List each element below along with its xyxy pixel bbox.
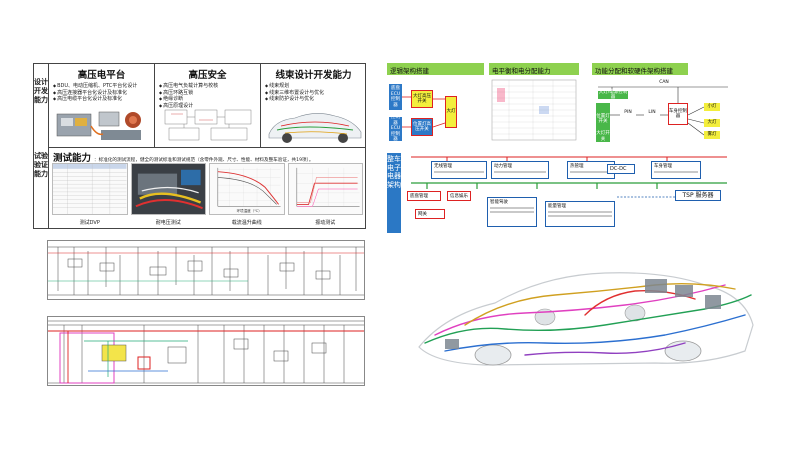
power-controller-block: 大灯/电源控制器 [598,89,628,100]
voltage-test-photo [130,163,206,215]
headlight-block: 大灯 [445,96,457,128]
can-bus-label: CAN [659,80,669,86]
hv-platform-title: 高压电平台 [77,70,126,81]
logical-architecture-connectors [402,96,446,128]
controller-ecu-block: 控制器ECU控制器 [389,115,402,143]
hv-safety-title: 高压安全 [188,70,227,81]
test-capability-title: 测试能力 [53,153,92,164]
function-allocation-panel: 功能分配和软硬件架构搭建 CAN 大灯/电源控制器 位置灯开关 PIN LIN … [592,63,734,143]
cap-bullet: 高压电缆平台化设计及标准化 [53,96,150,103]
ee-box-thermal: 热管理 [567,161,615,179]
test-capability-row: 测试能力 ：标准化的测试流程，健全的测试标准和测试规范（含零件外观、尺寸、性能、… [48,148,366,229]
hv-platform-column: 高压电平台 BDU、电动压缩机、PTC平台化设计 高压连接器平台化设计及标准化 … [49,64,155,147]
body-controller-block: 车身控制器 [668,103,688,125]
capability-panel: 设计开发能力 试验验证能力 高压电平台 BDU、电动压缩机、PTC平台化设计 高… [33,63,366,229]
ee-box-dcdc: DC-DC [607,164,635,174]
cap-bullet: 高压电气负载计算与校核 [159,83,256,90]
ee-box-chassis: 底盘管理 [407,191,441,201]
hv-safety-column: 高压安全 高压电气负载计算与校核 高压环路互锁 绝缘诊断 高压原理设计 [155,64,261,147]
temperature-rise-chart: 环境温度（℃） [209,163,285,215]
headlight-switch-block: 大灯高压开关 [411,90,433,108]
function-allocation-connectors [598,86,728,136]
chart-x-label: 环境温度（℃） [237,208,262,213]
ee-box-energy: 能量管理 [545,201,615,227]
position-light-switch-block: 位置灯开关 [596,103,610,135]
test-caption-vibration: 振动测试 [315,220,336,226]
headlight-switch-block: 大灯开关 [596,131,610,142]
ee-bus-lines [411,156,727,198]
chassis-ecu-block: 底盘ECU控制器 [389,84,402,110]
cap-bullet: 高压环路互锁 [159,90,256,97]
test-caption-voltage: 耐电压测试 [155,220,181,226]
power-balance-table-image [491,79,577,141]
vibration-test-chart [287,163,363,215]
tsp-server-box: TSP 服务器 [675,190,721,201]
vehicle-ee-architecture-panel: 整车电子电器架构 无线管理 动力管理 热管理 DC-DC 车身管理 底盘管理 信… [387,153,737,233]
ee-box-wireless: 无线管理 [431,161,487,179]
design-capability-row: 高压电平台 BDU、电动压缩机、PTC平台化设计 高压连接器平台化设计及标准化 … [48,64,366,148]
test-caption-dvp: 测试DVP [79,220,100,226]
ee-box-powertrain: 动力管理 [491,161,549,179]
wiring-schematic-a [47,240,365,300]
fog-light-block: 雾灯 [704,131,720,139]
logical-architecture-panel: 逻辑架构搭建 底盘ECU控制器 大灯高压开关 大灯 控制器ECU控制器 位置灯高… [387,63,484,143]
ee-box-infotainment: 信息娱乐 [447,191,471,201]
test-capability-description: ：标准化的测试流程，健全的测试标准和测试规范（含零件外观、尺寸、性能、材料及整车… [94,158,314,163]
cap-bullet: 线束防护设计与优化 [265,96,362,103]
power-balance-panel: 电平衡和电分配能力 [489,63,585,143]
ee-architecture-label: 整车电子电器架构 [387,153,401,233]
small-light-block: 小灯 [704,103,720,111]
cap-bullet: 绝缘诊断 [159,96,256,103]
harness-design-column: 线束设计开发能力 线束规划 线束三维布置设计与优化 线束防护设计与优化 [261,64,366,147]
hv-component-image [56,111,141,140]
lin-label: LIN [648,110,656,116]
pin-label: PIN [624,110,632,116]
design-capability-label: 设计开发能力 [34,78,48,104]
wiring-schematic-b [47,316,365,386]
cap-bullet: 高压原理设计 [159,103,256,110]
vehicle-harness-image [268,113,362,143]
ee-box-gateway: 网关 [415,209,445,219]
test-capability-label: 试验验证能力 [34,152,48,178]
cap-bullet: 线束三维布置设计与优化 [265,90,362,97]
cap-bullet: 线束规划 [265,83,362,90]
test-caption-temperature: 载流温升曲线 [231,220,262,226]
ee-box-body: 车身管理 [651,161,701,179]
test-dvp-table-image [52,163,128,215]
cap-bullet: 高压连接器平台化设计及标准化 [53,90,150,97]
function-allocation-header: 功能分配和软硬件架构搭建 [592,63,688,75]
harness-design-title: 线束设计开发能力 [275,70,352,81]
ee-box-adas: 智能驾驶 [487,197,537,227]
logical-architecture-header: 逻辑架构搭建 [387,63,484,75]
position-light-switch-block: 位置灯高压开关 [411,118,433,136]
hv-schematic-image [164,109,252,141]
power-balance-header: 电平衡和电分配能力 [489,63,579,75]
vehicle-harness-3d-image [418,272,754,366]
headlight-output-block: 大灯 [704,119,720,127]
cap-bullet: BDU、电动压缩机、PTC平台化设计 [53,83,150,90]
